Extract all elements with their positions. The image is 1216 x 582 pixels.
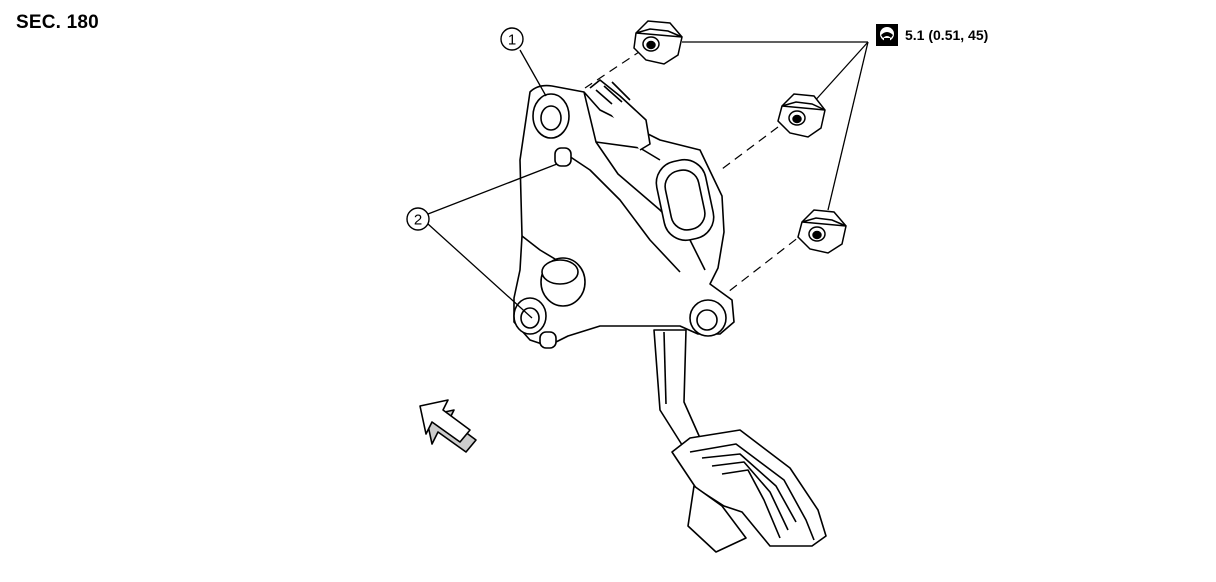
- torque-wrench-icon: [876, 24, 898, 46]
- section-label: SEC. 180: [16, 12, 99, 33]
- nut-top: [633, 20, 683, 65]
- stud-alignment-lines: [584, 49, 809, 293]
- callout-2: 2: [406, 163, 558, 319]
- nut-bottom: [797, 209, 847, 254]
- nut-middle: [777, 93, 826, 138]
- torque-spec: 5.1 (0.51, 45): [875, 23, 988, 47]
- callout-2-number: 2: [414, 212, 422, 229]
- torque-value: 5.1 (0.51, 45): [905, 27, 989, 43]
- pedal-arm: [653, 329, 701, 449]
- callout-1-number: 1: [508, 32, 516, 49]
- pedal-bracket: [513, 79, 735, 349]
- torque-leader-lines: [682, 41, 869, 211]
- front-direction-arrow-icon: [419, 399, 477, 453]
- pedal-pad: [671, 429, 827, 553]
- callout-1: 1: [500, 27, 547, 97]
